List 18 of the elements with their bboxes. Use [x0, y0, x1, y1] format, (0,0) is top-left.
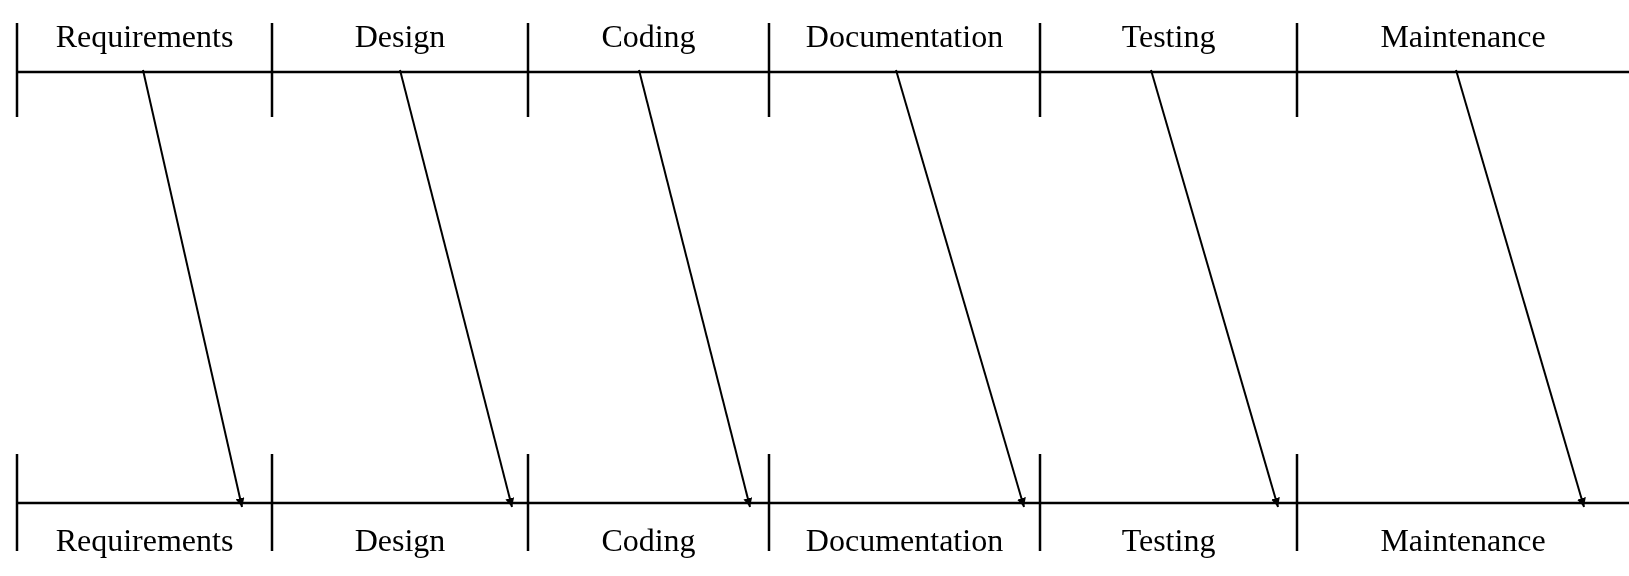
phase-label: Requirements	[19, 2, 270, 70]
phase-label: Coding	[530, 2, 767, 70]
phase-label: Documentation	[771, 2, 1038, 70]
arrow	[1455, 69, 1586, 508]
phase-label: Requirements	[19, 507, 270, 574]
arrow	[399, 69, 515, 508]
arrow	[895, 69, 1026, 508]
phase-label: Design	[274, 507, 526, 574]
phase-label: Testing	[1042, 2, 1295, 70]
arrow	[638, 69, 753, 508]
phase-label: Design	[274, 2, 526, 70]
phase-label: Maintenance	[1299, 2, 1627, 70]
arrow	[142, 69, 245, 508]
phase-label: Documentation	[771, 507, 1038, 574]
phase-label: Maintenance	[1299, 507, 1627, 574]
arrow	[1150, 69, 1280, 508]
phase-label: Coding	[530, 507, 767, 574]
phase-label: Testing	[1042, 507, 1295, 574]
